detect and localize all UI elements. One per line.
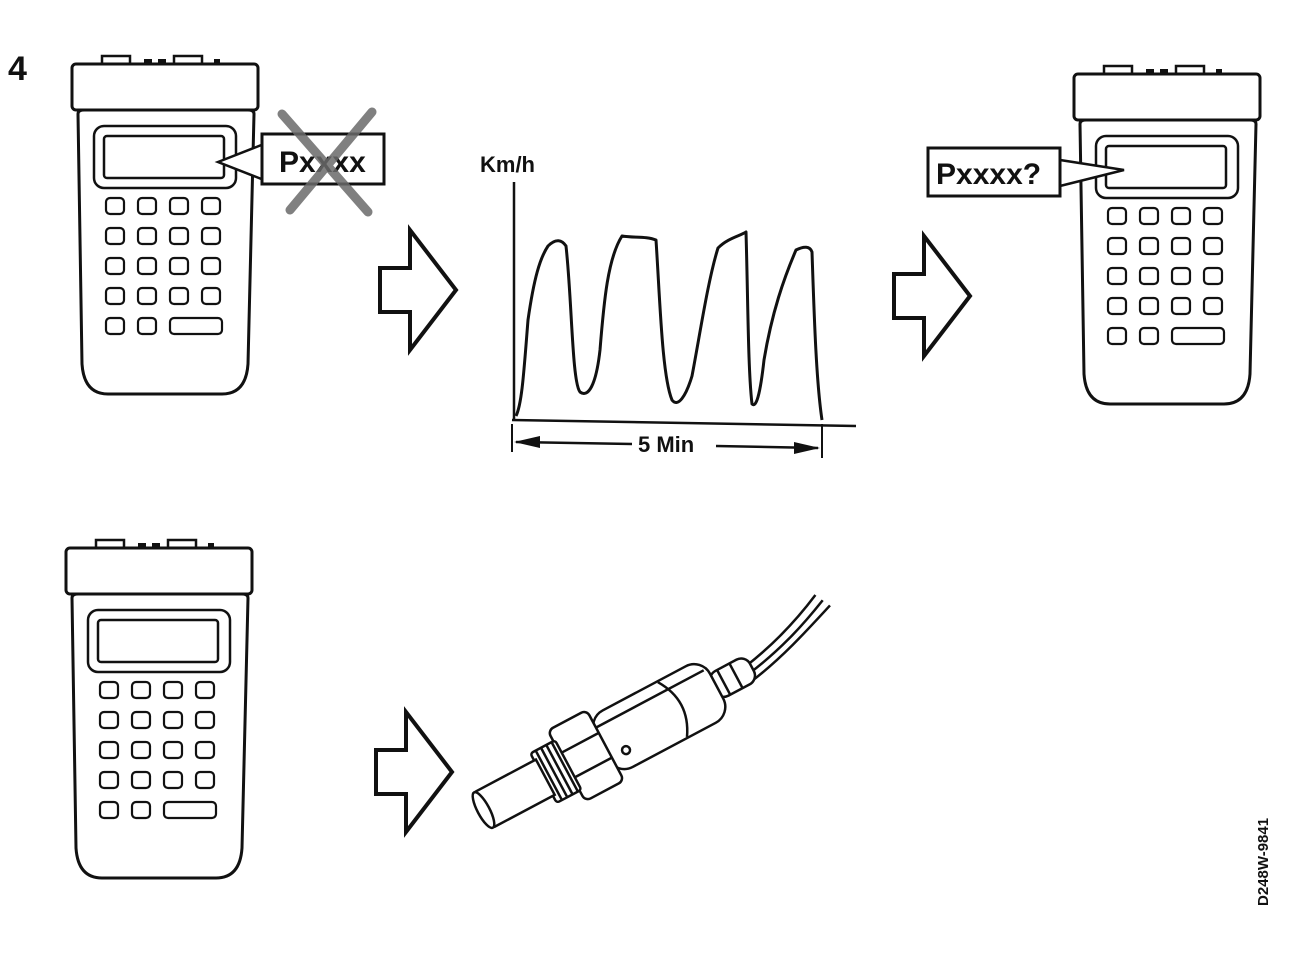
speed-graph: Km/h 5 Min	[480, 152, 857, 458]
query-code-label: Pxxxx?	[936, 158, 1041, 191]
scan-tool-top-left: Pxxxx	[70, 54, 386, 396]
right-arrow-icon-2	[892, 234, 972, 358]
scan-tool-top-right: Pxxxx?	[926, 64, 1262, 406]
scan-tool-bottom-left	[64, 538, 254, 880]
right-arrow-icon-1	[378, 228, 458, 352]
document-id: D248W-9841	[1255, 818, 1272, 906]
step-number: 4	[8, 50, 27, 88]
speed-trace	[514, 230, 824, 421]
right-arrow-icon-3	[374, 710, 454, 834]
graph-duration-label: 5 Min	[638, 432, 694, 457]
graph-y-axis-label: Km/h	[480, 152, 535, 177]
graph-x-axis	[511, 418, 857, 428]
cross-out-icon	[277, 107, 377, 217]
oxygen-sensor-icon	[471, 594, 831, 830]
